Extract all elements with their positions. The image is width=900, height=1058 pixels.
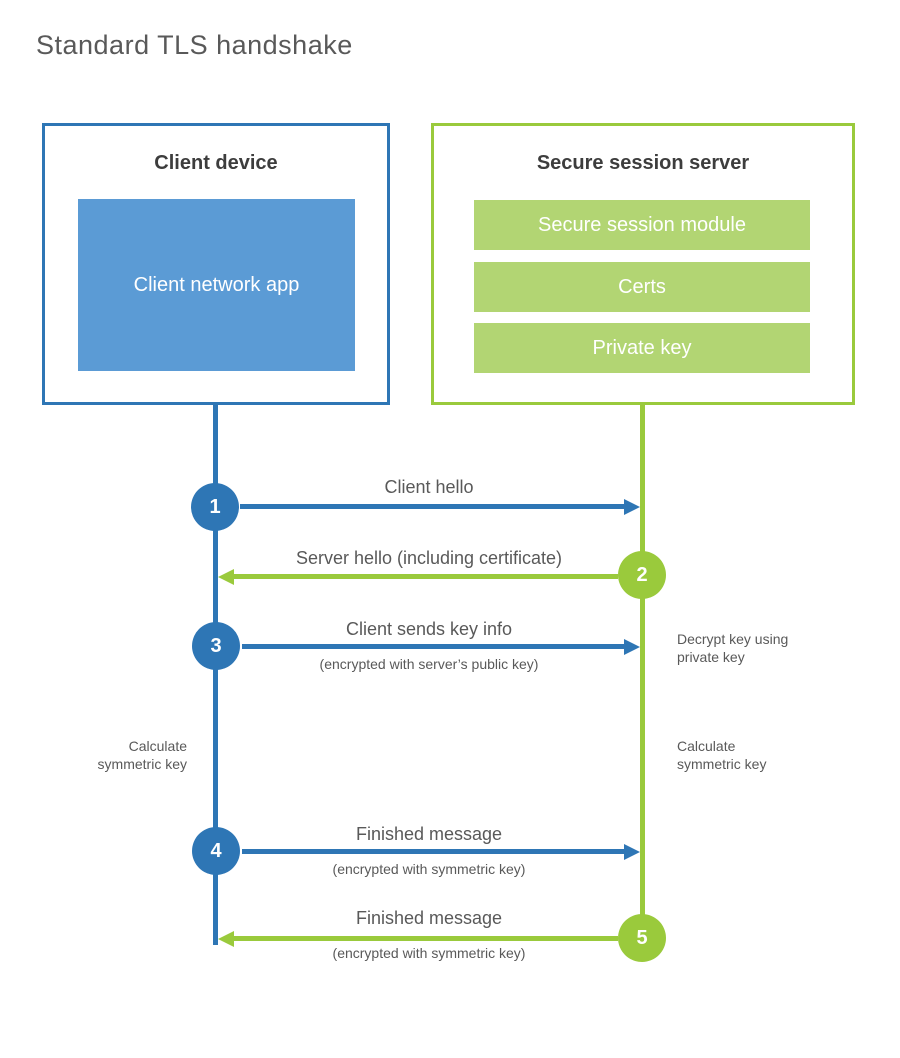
note-calc-right-line1: Calculate [677,738,736,754]
server-module-secure-session: Secure session module [474,200,810,250]
server-lifeline [640,404,645,938]
arrow-shaft [242,849,627,854]
arrow-shaft [231,574,618,579]
arrow-shaft [242,644,627,649]
secure-session-server-box: Secure session server Secure session mod… [431,123,855,405]
message-3-sublabel: (encrypted with server’s public key) [319,656,539,672]
note-decrypt-line1: Decrypt key using [677,631,789,647]
secure-session-server-title: Secure session server [536,152,750,174]
message-2-arrow-left [218,569,618,585]
note-calc-symmetric-right: Calculate symmetric key [677,738,822,773]
message-4-sublabel: (encrypted with symmetric key) [332,861,526,877]
message-5-arrow-left [218,931,618,947]
client-device-box: Client device Client network app [42,123,390,405]
message-2-label: Server hello (including certificate) [295,548,563,568]
arrow-head-left-icon [218,931,234,947]
message-1-arrow-right [240,499,640,515]
message-4-label: Finished message [355,824,503,844]
note-calc-symmetric-left: Calculate symmetric key [42,738,187,773]
client-network-app-box: Client network app [78,199,355,371]
message-5-label: Finished message [355,908,503,928]
message-4-arrow-right [242,844,640,860]
note-calc-left-line2: symmetric key [97,755,187,772]
client-network-app-label: Client network app [133,273,300,296]
server-module-private-key: Private key [474,323,810,373]
step-3-badge: 3 [192,622,240,670]
step-4-badge: 4 [192,827,240,875]
client-lifeline [213,404,218,945]
step-2-badge: 2 [618,551,666,599]
note-decrypt-line2: private key [677,648,745,665]
step-5-badge: 5 [618,914,666,962]
arrow-head-right-icon [624,499,640,515]
note-calc-left-line1: Calculate [128,738,187,754]
client-device-title: Client device [154,152,278,174]
message-5-sublabel: (encrypted with symmetric key) [332,945,526,961]
note-calc-right-line2: symmetric key [677,755,767,772]
message-3-label: Client sends key info [345,619,513,639]
server-module-certs: Certs [474,262,810,312]
page-title: Standard TLS handshake [36,30,353,60]
note-decrypt-key: Decrypt key using private key [677,631,822,666]
arrow-head-right-icon [624,639,640,655]
arrow-shaft [231,936,618,941]
step-1-badge: 1 [191,483,239,531]
arrow-shaft [240,504,627,509]
message-3-arrow-right [242,639,640,655]
arrow-head-left-icon [218,569,234,585]
message-1-label: Client hello [384,477,474,497]
arrow-head-right-icon [624,844,640,860]
